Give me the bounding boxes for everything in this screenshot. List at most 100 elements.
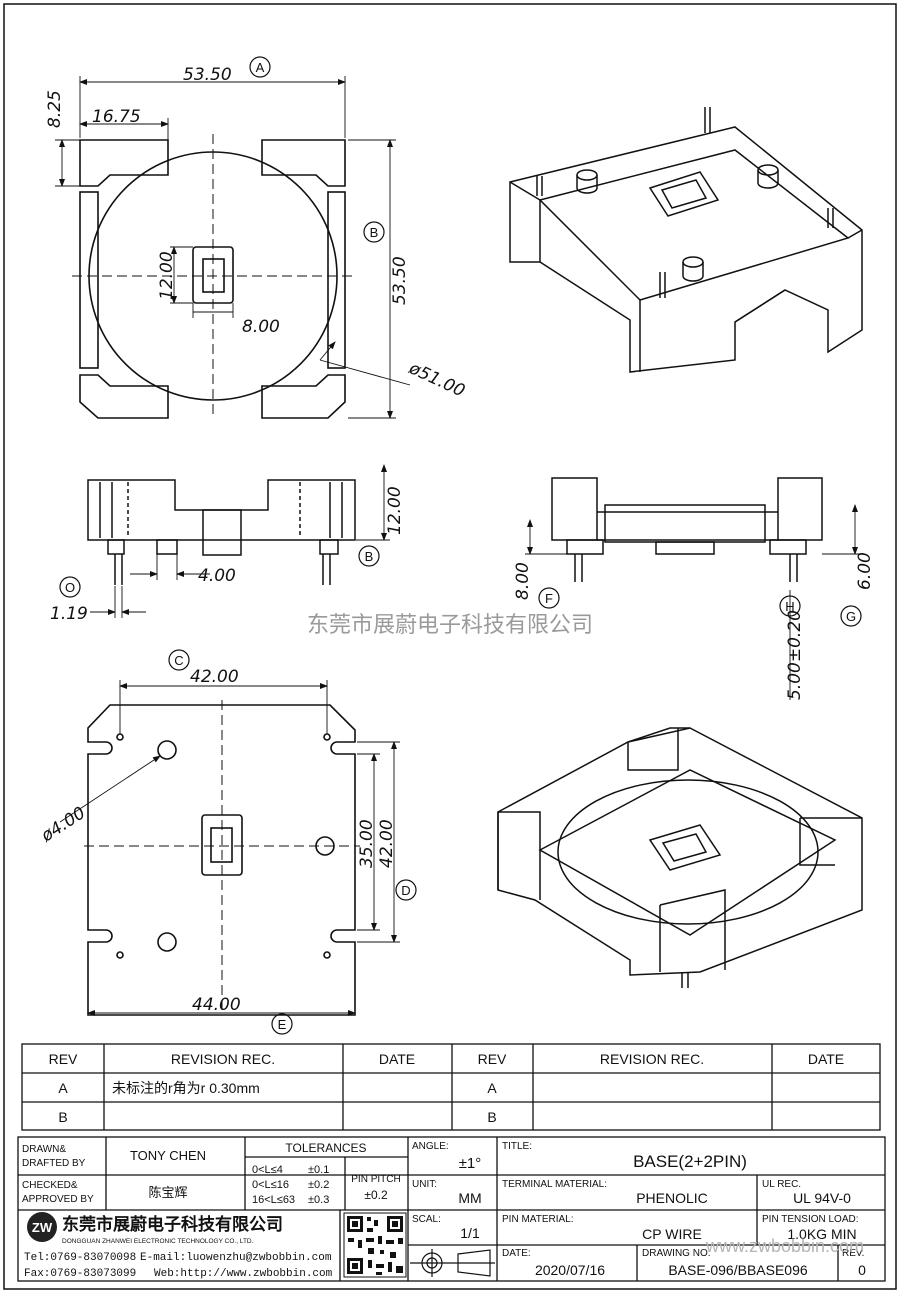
tag-d: D <box>395 879 417 901</box>
tol-range-2: 0<L≤16 <box>252 1179 289 1191</box>
rev-row-b-2: B <box>487 1109 496 1125</box>
tol-val-1: ±0.1 <box>308 1164 329 1176</box>
tag-f: F <box>538 587 560 609</box>
svg-text:B: B <box>370 225 379 240</box>
rev-row-a-1: A <box>58 1080 68 1096</box>
hole-dia-dim: ø4.00 <box>37 803 89 847</box>
drawn-value: TONY CHEN <box>130 1148 206 1163</box>
rev-header-1: REV <box>49 1051 78 1067</box>
pin-material-value: CP WIRE <box>642 1226 702 1242</box>
date-label: DATE: <box>502 1248 531 1259</box>
front-height-dim: 12.00 <box>385 486 405 535</box>
title-block <box>17 1136 886 1282</box>
scale-value: 1/1 <box>460 1225 480 1241</box>
revrec-header-1: REVISION REC. <box>171 1051 275 1067</box>
tension-value: 1.0KG MIN <box>787 1226 856 1242</box>
watermark: 东莞市展蔚电子科技有限公司 <box>307 612 593 637</box>
tol-val-2: ±0.2 <box>308 1179 329 1191</box>
iso-view-bottom <box>497 727 863 988</box>
svg-text:H: H <box>785 599 794 614</box>
svg-text:G: G <box>846 609 856 624</box>
tol-range-1: 0<L≤4 <box>252 1164 283 1176</box>
tag-b-front: B <box>358 545 380 567</box>
tol-range-3: 16<L≤63 <box>252 1194 295 1206</box>
drawn-label-1: DRAWN& <box>22 1144 66 1155</box>
checked-label-2: APPROVED BY <box>22 1194 94 1205</box>
revrec-header-2: REVISION REC. <box>600 1051 704 1067</box>
drawn-label-2: DRAFTED BY <box>22 1158 86 1169</box>
ul-label: UL REC. <box>762 1179 801 1190</box>
svg-text:F: F <box>545 591 553 606</box>
svg-text:C: C <box>174 653 183 668</box>
top-dim-825: 8.25 <box>45 90 65 128</box>
rev-value: 0 <box>858 1262 866 1278</box>
pin-pitch-label: PIN PITCH <box>351 1174 400 1185</box>
rev-header-2: REV <box>478 1051 507 1067</box>
company-web: Web:http://www.zwbobbin.com <box>154 1268 333 1280</box>
date-value: 2020/07/16 <box>535 1262 605 1278</box>
sheet-border <box>3 3 897 1290</box>
qr-code-icon <box>343 1212 407 1278</box>
company-email: E-mail:luowenzhu@zwbobbin.com <box>140 1252 332 1264</box>
bottom-view <box>59 680 400 1016</box>
angle-value: ±1° <box>459 1155 482 1172</box>
tag-h: H <box>779 595 801 617</box>
pin-material-label: PIN MATERIAL: <box>502 1214 574 1225</box>
top-height-dim: 53.50 <box>390 256 410 305</box>
top-dim-1675: 16.75 <box>92 107 141 127</box>
pin-dia-dim: 1.19 <box>50 604 88 624</box>
bottom-right-inner-dim: 35.00 <box>357 819 377 868</box>
top-view <box>55 76 411 419</box>
date-header-1: DATE <box>379 1051 415 1067</box>
svg-text:E: E <box>278 1017 287 1032</box>
tag-o: O <box>59 576 81 598</box>
terminal-label: TERMINAL MATERIAL: <box>502 1179 607 1190</box>
circle-dia-dim: ø51.00 <box>405 358 468 402</box>
checked-label-1: CHECKED& <box>22 1180 78 1191</box>
tag-b-top: B <box>363 221 385 243</box>
front-view <box>87 464 390 618</box>
company-name-cn: 东莞市展蔚电子科技有限公司 <box>62 1214 283 1234</box>
svg-text:B: B <box>365 549 374 564</box>
checked-value: 陈宝辉 <box>148 1185 187 1200</box>
pin-pitch-value: ±0.2 <box>364 1188 388 1202</box>
bottom-right-outer-dim: 42.00 <box>377 819 397 868</box>
rev-note-a: 未标注的r角为r 0.30mm <box>112 1080 260 1096</box>
side-dim-g: 6.00 <box>855 552 875 590</box>
top-width-dim: 53.50 <box>183 65 232 85</box>
company-name-en: DONGGUAN ZHANWEI ELECTRONIC TECHNOLOGY C… <box>62 1238 254 1245</box>
scale-label: SCAL: <box>412 1214 441 1225</box>
bottom-top-dim: 42.00 <box>190 667 239 687</box>
rev-label: REV. <box>842 1248 864 1259</box>
title-value: BASE(2+2PIN) <box>633 1152 747 1171</box>
slot-height-dim: 12.00 <box>157 251 177 300</box>
slot-width-dim: 8.00 <box>242 317 280 337</box>
company-logo-icon: ZW <box>27 1212 57 1242</box>
bottom-bottom-dim: 44.00 <box>192 995 241 1015</box>
company-tel: Tel:0769-83070098 <box>24 1252 136 1264</box>
drawing-no-label: DRAWING NO. <box>642 1248 711 1259</box>
projection-symbol-icon <box>410 1249 495 1277</box>
tension-label: PIN TENSION LOAD: <box>762 1214 859 1225</box>
web-watermark: www.zwbobbin.com <box>705 1236 864 1256</box>
tag-a: A <box>249 56 271 78</box>
side-dim-h: 5.00±0.20 <box>785 610 805 700</box>
svg-text:D: D <box>401 883 410 898</box>
ul-value: UL 94V-0 <box>793 1190 851 1206</box>
pin-gap-dim: 4.00 <box>198 566 236 586</box>
svg-text:ZW: ZW <box>32 1220 53 1235</box>
rev-row-a-2: A <box>487 1080 497 1096</box>
unit-value: MM <box>458 1190 481 1206</box>
side-view <box>525 477 860 700</box>
tol-val-3: ±0.3 <box>308 1194 329 1206</box>
angle-label: ANGLE: <box>412 1141 449 1152</box>
svg-text:O: O <box>65 580 75 595</box>
revision-table <box>21 1043 881 1131</box>
iso-view-top <box>509 107 863 373</box>
drawing-no-value: BASE-096/BBASE096 <box>668 1262 808 1278</box>
side-dim-f: 8.00 <box>513 562 533 600</box>
svg-text:A: A <box>256 60 265 75</box>
terminal-value: PHENOLIC <box>636 1190 708 1206</box>
tag-c: C <box>168 649 190 671</box>
